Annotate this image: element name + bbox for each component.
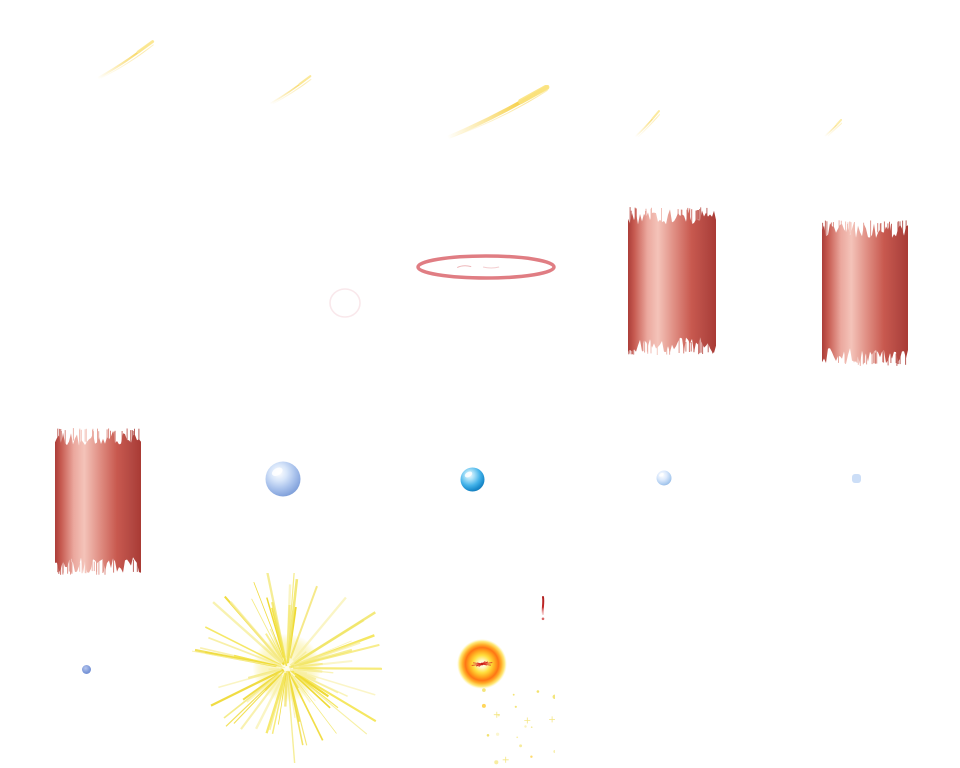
red-streak [541, 596, 545, 621]
sun-glow [457, 639, 507, 689]
blue-dot [82, 665, 91, 674]
comet-streak-2 [268, 75, 312, 105]
comet-streak-1 [96, 40, 155, 80]
bubble-tiny [852, 474, 861, 483]
red-cylinder-3 [55, 428, 141, 575]
yellow-specks [481, 688, 555, 765]
yellow-starburst [192, 573, 382, 763]
halo-ring [416, 254, 556, 280]
red-cylinder-2 [822, 220, 908, 366]
comet-streak-3 [445, 85, 550, 140]
comet-streak-5 [824, 119, 842, 137]
faint-ring [329, 288, 361, 318]
bubble-medium [460, 467, 485, 492]
comet-streak-4 [634, 110, 660, 138]
bubble-large [265, 461, 301, 497]
red-cylinder-1 [628, 207, 716, 355]
bubble-small [656, 470, 672, 486]
